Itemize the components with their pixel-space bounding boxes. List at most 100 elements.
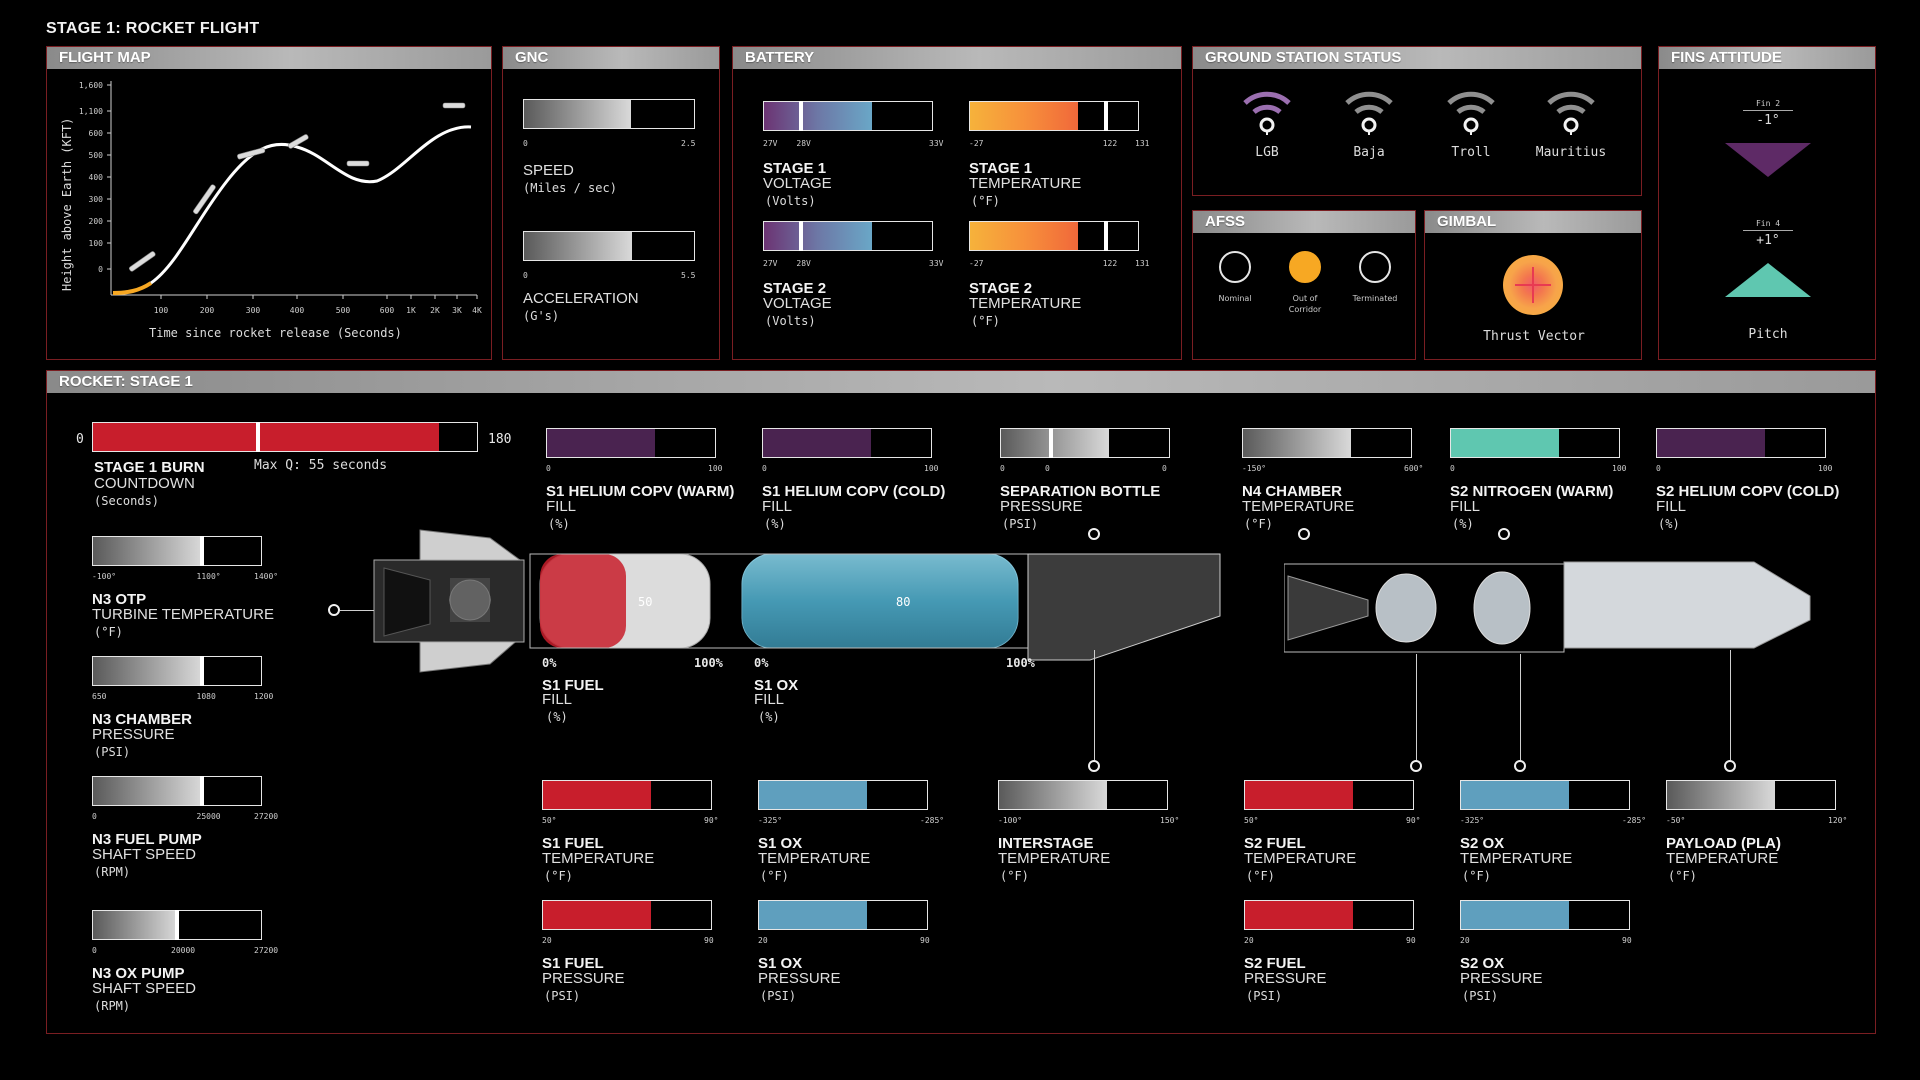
rocket-n4-title: N4 CHAMBER — [1242, 483, 1343, 500]
afss-state-label: Out of Corridor — [1288, 294, 1322, 314]
acceleration-title: ACCELERATION — [523, 290, 639, 307]
x-tick-label: 200 — [200, 306, 215, 315]
speed-unit: (Miles / sec) — [523, 181, 617, 195]
rocket-s2n2-tick: 100 — [1612, 464, 1627, 473]
rocket-s2ot-tick: -325° — [1460, 816, 1485, 825]
stage2-temperature-marker — [1104, 221, 1109, 251]
rocket-s1fp-unit: (PSI) — [544, 989, 581, 1003]
rocket-fuelpump-sub: SHAFT SPEED — [92, 846, 196, 863]
afss-header: AFSS — [1193, 211, 1415, 233]
afss-state-label: Nominal — [1218, 294, 1252, 303]
rocket-chamber-tick: 650 — [92, 692, 107, 701]
stage2-voltage-title: STAGE 2 — [763, 280, 827, 297]
rocket-s1op-unit: (PSI) — [760, 989, 797, 1003]
rocket-s1op-gauge — [758, 900, 928, 930]
stage1-temperature-max: 131 — [1135, 139, 1150, 148]
gnc-panel: GNC 0 2.5 SPEED (Miles / sec) 0 5.5 ACCE… — [502, 46, 720, 360]
x-tick-label: 1K — [406, 306, 416, 315]
rocket-s2n2-title: S2 NITROGEN (WARM) — [1450, 483, 1614, 500]
rocket-s1he_cold-title: S1 HELIUM COPV (COLD) — [762, 483, 946, 500]
rocket-n4-gauge — [1242, 428, 1412, 458]
rocket-fuelpump-fill — [93, 777, 203, 805]
rocket-n4-tick: 600° — [1404, 464, 1424, 473]
ox-fill-title: S1 OX — [754, 677, 799, 694]
rocket-fuelpump-tick: 25000 — [196, 812, 221, 821]
y-tick-label: 1,100 — [79, 107, 103, 116]
rocket-s2ot-gauge — [1460, 780, 1630, 810]
rocket-inter-fill — [999, 781, 1107, 809]
max-q-marker — [256, 422, 261, 452]
rocket-header: ROCKET: STAGE 1 — [47, 371, 1875, 393]
station-label: Baja — [1353, 145, 1385, 160]
rocket-icon — [193, 184, 216, 215]
rocket-sep-gauge — [1000, 428, 1170, 458]
fin2-indicator — [1725, 143, 1811, 177]
rocket-pla-sub: TEMPERATURE — [1666, 850, 1779, 867]
rocket-sep-title: SEPARATION BOTTLE — [1000, 483, 1161, 500]
stage2-temperature-gauge — [969, 221, 1139, 251]
rocket-sep-tick: 0 — [1162, 464, 1167, 473]
rocket-s2fp-gauge — [1244, 900, 1414, 930]
rocket-s1ot-fill — [759, 781, 867, 809]
max-q-note: Max Q: 55 seconds — [254, 458, 388, 473]
acceleration-max: 5.5 — [681, 271, 696, 280]
rocket-s1ot-tick: -285° — [920, 816, 945, 825]
station-troll: Troll — [1431, 81, 1511, 161]
rocket-s2he-sub: FILL — [1656, 498, 1687, 515]
stage2-temperature-title: STAGE 2 — [969, 280, 1033, 297]
rocket-s1op-tick: 90 — [920, 936, 930, 945]
stage1-voltage-fill — [764, 102, 872, 130]
rocket-icon — [129, 251, 156, 272]
stage1-voltage-sub: VOLTAGE — [763, 175, 832, 192]
connector-pin — [1088, 528, 1100, 540]
rocket-chamber-marker — [200, 656, 205, 686]
rocket-s1he_warm-title: S1 HELIUM COPV (WARM) — [546, 483, 735, 500]
rocket-inter-title: INTERSTAGE — [998, 835, 1094, 852]
rocket-s1ft-sub: TEMPERATURE — [542, 850, 655, 867]
rocket-otp-title: N3 OTP — [92, 591, 147, 608]
x-tick-label: 100 — [154, 306, 169, 315]
rocket-s1op-title: S1 OX — [758, 955, 803, 972]
rocket-s1he_warm-tick: 0 — [546, 464, 551, 473]
rocket-s1he_cold-tick: 0 — [762, 464, 767, 473]
rocket-s2ot-fill — [1461, 781, 1569, 809]
gnc-header: GNC — [503, 47, 719, 69]
acceleration-fill — [524, 232, 632, 260]
rocket-s1fp-gauge — [542, 900, 712, 930]
countdown-min: 0 — [76, 432, 84, 447]
rocket-otp-tick: 1400° — [254, 572, 279, 581]
stage1-voltage-max: 33V — [929, 139, 944, 148]
connector-pin — [328, 604, 340, 616]
stage1-voltage-title: STAGE 1 — [763, 160, 827, 177]
rocket-s2n2-gauge — [1450, 428, 1620, 458]
rocket-chamber-gauge — [92, 656, 262, 686]
stage2-voltage-unit: (Volts) — [765, 314, 816, 328]
stage1-temperature-unit: (°F) — [971, 194, 1000, 208]
rocket-n4-fill — [1243, 429, 1351, 457]
rocket-s1fp-sub: PRESSURE — [542, 970, 625, 987]
speed-fill — [524, 100, 632, 128]
rocket-n4-tick: -150° — [1242, 464, 1267, 473]
rocket-icon — [287, 134, 309, 149]
rocket-s2fp-title: S2 FUEL — [1244, 955, 1306, 972]
rocket-sep-unit: (PSI) — [1002, 517, 1039, 531]
rocket-inter-gauge — [998, 780, 1168, 810]
rocket-n4-unit: (°F) — [1244, 517, 1273, 531]
x-tick-label: 300 — [246, 306, 261, 315]
ground-station-panel: GROUND STATION STATUS LGB Baja Troll — [1192, 46, 1642, 196]
fuel-fill-sub: FILL — [542, 691, 573, 708]
rocket-s2op-fill — [1461, 901, 1569, 929]
rocket-s2fp-unit: (PSI) — [1246, 989, 1283, 1003]
afss-terminated-indicator — [1359, 251, 1391, 283]
rocket-pla-gauge — [1666, 780, 1836, 810]
rocket-otp-gauge — [92, 536, 262, 566]
stage2-temperature-unit: (°F) — [971, 314, 1000, 328]
rocket-fuelpump-tick: 27200 — [254, 812, 279, 821]
thrust-vector-indicator — [1503, 255, 1563, 315]
rocket-s2fp-sub: PRESSURE — [1244, 970, 1327, 987]
stage2-temperature-min: -27 — [969, 259, 984, 268]
speed-min: 0 — [523, 139, 528, 148]
